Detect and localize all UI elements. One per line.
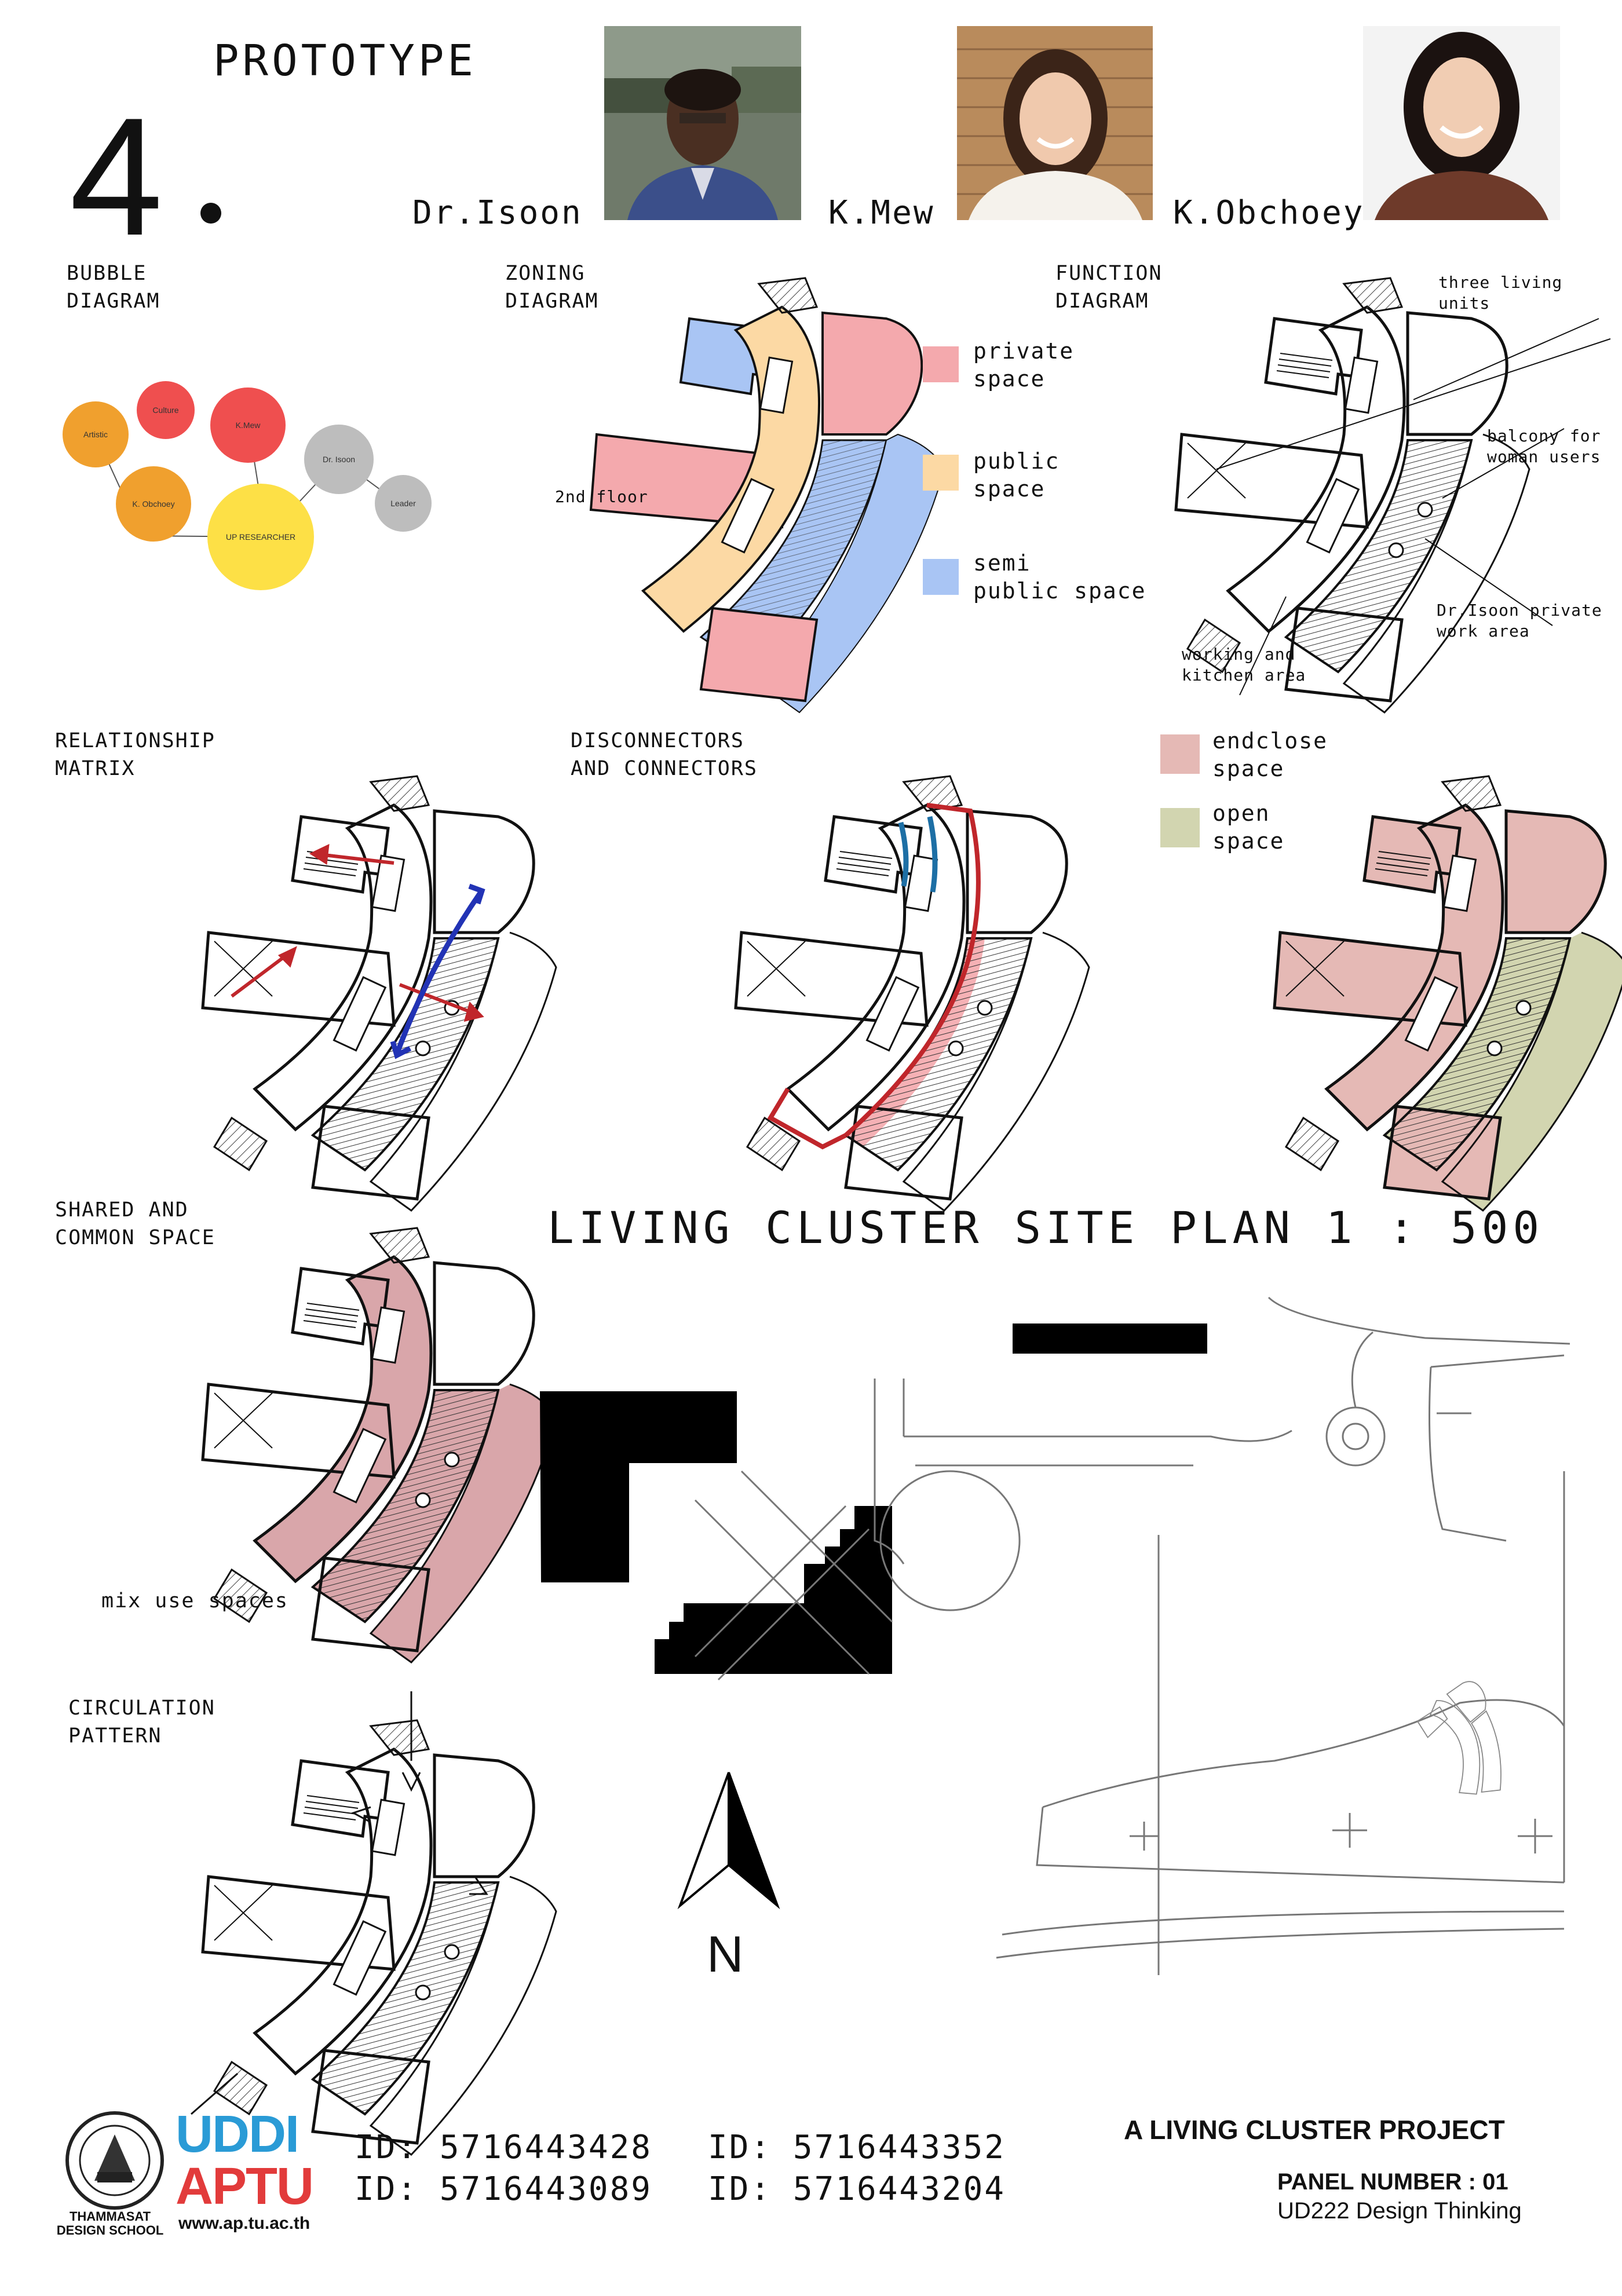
member-name-k-obchoey: K.Obchoey bbox=[1173, 194, 1365, 232]
bubble-text: Artistic bbox=[83, 430, 108, 439]
shared-space-label: SHARED AND COMMON SPACE bbox=[55, 1198, 215, 1249]
panel-number: PANEL NUMBER : 01 bbox=[1277, 2169, 1508, 2195]
site-plan-map bbox=[540, 1296, 1570, 1975]
student-id-2: ID: 5716443352 bbox=[708, 2129, 1006, 2166]
photo-k-obchoey bbox=[1363, 26, 1560, 220]
zoning-diagram-plan bbox=[589, 277, 945, 714]
brand-aptu: APTU bbox=[176, 2158, 314, 2215]
north-arrow-icon bbox=[677, 1772, 780, 1910]
function-note-living-units: three living units bbox=[1438, 273, 1563, 313]
legend-label-enclosed: endclose space bbox=[1212, 728, 1328, 781]
student-id-1: ID: 5716443428 bbox=[355, 2129, 653, 2166]
photo-k-mew bbox=[957, 26, 1153, 220]
bubble-node bbox=[304, 425, 374, 494]
bubble-diagram: Artistic Culture K.Mew K. Obchoey UP RES… bbox=[63, 381, 432, 590]
function-note-work-area: Dr.Isoon private work area bbox=[1437, 601, 1602, 641]
site-building bbox=[655, 1506, 892, 1674]
legend-swatch-enclosed bbox=[1160, 734, 1200, 774]
bubble-text: Culture bbox=[152, 405, 178, 415]
bubble-text: K. Obchoey bbox=[132, 499, 174, 509]
circulation-plan bbox=[191, 1691, 631, 2120]
legend-label-semi-public: semi public space bbox=[973, 550, 1146, 604]
legend-swatch-semi-public bbox=[923, 559, 959, 595]
brand-uddi: UDDI bbox=[176, 2105, 299, 2163]
legend-label-private: private space bbox=[973, 338, 1075, 392]
connectors-plan bbox=[724, 770, 1164, 1176]
bubble-text: K.Mew bbox=[236, 421, 261, 430]
zoning-diagram-label: ZONING DIAGRAM bbox=[505, 262, 599, 313]
zoning-floor-note: 2nd floor bbox=[555, 487, 648, 506]
course-name: UD222 Design Thinking bbox=[1277, 2198, 1522, 2224]
north-label: N bbox=[707, 1925, 744, 1983]
portrait-dr-isoon bbox=[604, 26, 801, 220]
site-cluster-mark bbox=[1416, 1681, 1502, 1795]
bubble-text: UP RESEARCHER bbox=[226, 532, 295, 542]
bubble-node bbox=[210, 387, 286, 463]
portrait-k-mew bbox=[957, 26, 1153, 220]
site-building bbox=[1013, 1324, 1207, 1354]
bubble-node bbox=[137, 381, 195, 439]
photo-dr-isoon bbox=[604, 26, 801, 220]
legend-label-open: open space bbox=[1212, 800, 1285, 854]
bubble-node bbox=[375, 475, 432, 532]
legend-swatch-public bbox=[923, 455, 959, 491]
legend-swatch-private bbox=[923, 346, 959, 382]
bubble-node bbox=[116, 466, 191, 542]
relationship-matrix-plan bbox=[191, 770, 631, 1176]
school-name: THAMMASAT DESIGN SCHOOL bbox=[56, 2209, 164, 2237]
member-name-k-mew: K.Mew bbox=[828, 194, 935, 232]
legend-swatch-open bbox=[1160, 808, 1200, 847]
connectors-label: DISCONNECTORS AND CONNECTORS bbox=[571, 729, 758, 780]
member-name-dr-isoon: Dr.Isoon bbox=[412, 194, 583, 232]
site-building bbox=[540, 1391, 737, 1582]
function-note-balcony: balcony for woman users bbox=[1487, 426, 1601, 466]
portrait-k-obchoey bbox=[1363, 26, 1560, 220]
function-note-kitchen: working and kitchen area bbox=[1182, 645, 1306, 685]
legend-label-public: public space bbox=[973, 448, 1060, 502]
relationship-matrix-label: RELATIONSHIP MATRIX bbox=[55, 729, 215, 780]
circulation-label: CIRCULATION PATTERN bbox=[68, 1697, 215, 1747]
function-diagram-plan bbox=[1164, 272, 1611, 678]
bubble-text: Leader bbox=[390, 499, 416, 508]
bubble-node bbox=[63, 401, 129, 467]
number-dot bbox=[200, 203, 221, 224]
enclosure-plan bbox=[1263, 770, 1622, 1176]
bubble-node bbox=[207, 484, 314, 590]
bubble-diagram-label: BUBBLE DIAGRAM bbox=[67, 262, 160, 313]
shared-space-plan bbox=[191, 1222, 631, 1628]
student-id-4: ID: 5716443204 bbox=[708, 2170, 1006, 2208]
shared-space-note: mix use spaces bbox=[101, 1589, 289, 1613]
student-id-3: ID: 5716443089 bbox=[355, 2170, 653, 2208]
thammasat-seal-icon bbox=[65, 2111, 164, 2210]
page-title: PROTOTYPE bbox=[213, 36, 477, 86]
function-diagram-label: FUNCTION DIAGRAM bbox=[1055, 262, 1163, 313]
site-plan-title: LIVING CLUSTER SITE PLAN 1 : 500 bbox=[547, 1202, 1544, 1253]
prototype-number: 4 bbox=[70, 83, 163, 270]
bubble-text: Dr. Isoon bbox=[323, 455, 355, 464]
project-title: A LIVING CLUSTER PROJECT bbox=[1124, 2115, 1505, 2145]
brand-website: www.ap.tu.ac.th bbox=[178, 2214, 310, 2233]
